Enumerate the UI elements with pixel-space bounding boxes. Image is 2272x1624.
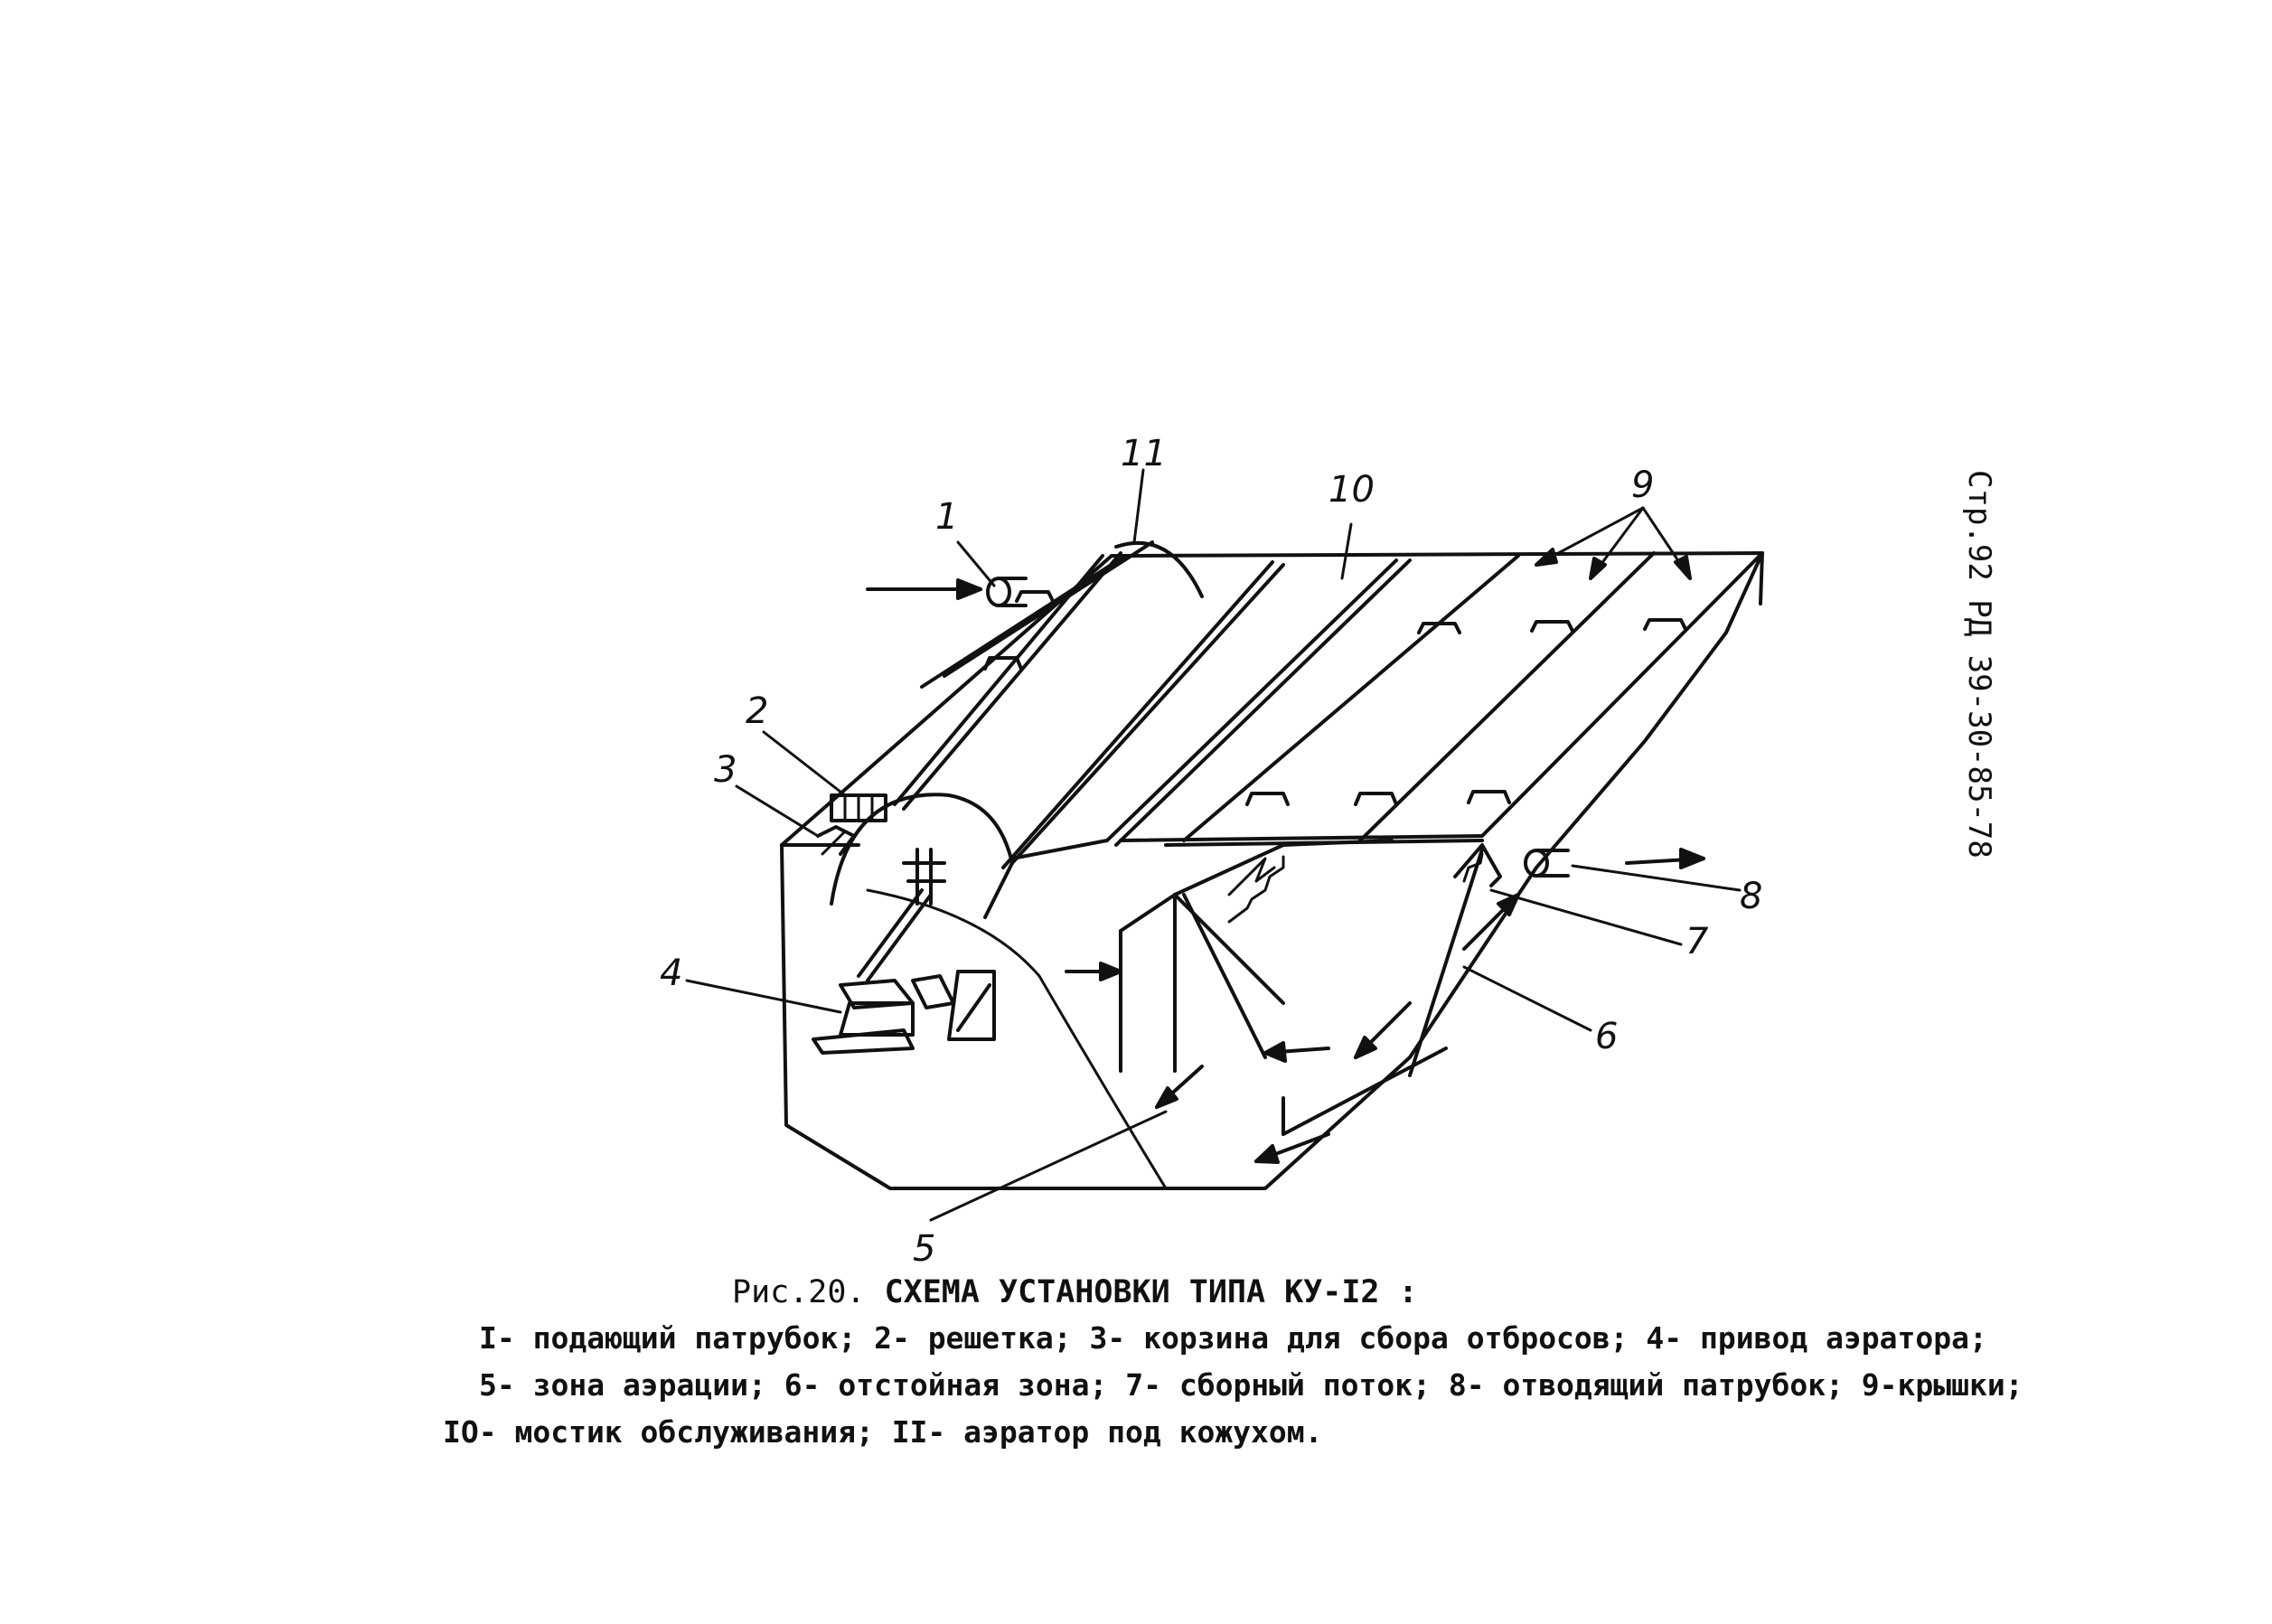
label-6: 6: [1595, 1016, 1618, 1057]
label-3: 3: [714, 749, 737, 791]
label-10: 10: [1328, 469, 1375, 511]
partitions: [1119, 839, 1502, 1136]
caption-legend-line-2: 5- зона аэрации; 6- отстойная зона; 7- с…: [479, 1367, 2023, 1403]
aerator-cover: [830, 540, 1204, 919]
label-9: 9: [1631, 465, 1654, 506]
caption-title-row: Рис.20. СХЕМА УСТАНОВКИ ТИПА КУ-I2 :: [732, 1270, 2088, 1315]
caption-prefix: Рис.20.: [732, 1274, 866, 1310]
label-4: 4: [660, 953, 682, 994]
caption-legend-line-1: I- подающий патрубок; 2- решетка; 3- кор…: [479, 1320, 1987, 1356]
label-1: 1: [935, 496, 958, 538]
screen-and-basket: [816, 793, 887, 856]
page-reference: Стр.92 РД 39-30-85-78: [1961, 470, 1997, 859]
label-2: 2: [746, 690, 768, 732]
inlet-pipe: [866, 577, 1028, 607]
label-5: 5: [913, 1228, 935, 1270]
flow-arrows: [1065, 893, 1520, 1164]
flow-curve: [866, 888, 1168, 1190]
label-7: 7: [1685, 921, 1709, 962]
aerator-drive: [812, 970, 996, 1055]
leader-lines: [685, 468, 1742, 1222]
aerator-rotor: [857, 848, 946, 982]
figure-caption: Рис.20. СХЕМА УСТАНОВКИ ТИПА КУ-I2 : I- …: [443, 1270, 2088, 1456]
caption-legend-line-3: IO- мостик обслуживания; II- аэратор под…: [443, 1414, 1323, 1450]
label-11: 11: [1121, 433, 1167, 474]
label-8: 8: [1740, 876, 1762, 917]
cover-handles: [983, 590, 1687, 806]
callout-labels: 1 2 3 4 5 6 7 8 9 10 11: [660, 433, 1762, 1270]
outlet-pipe: [1524, 848, 1705, 878]
caption-title: СХЕМА УСТАНОВКИ ТИПА КУ-I2 :: [884, 1274, 1418, 1310]
collector-steps: [1227, 852, 1484, 924]
